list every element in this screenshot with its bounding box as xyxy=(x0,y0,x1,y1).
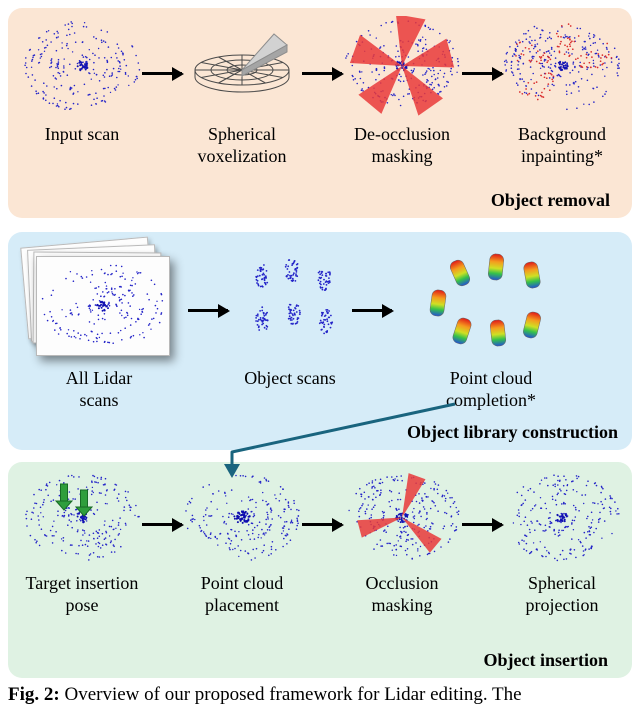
step-label: Occlusion masking xyxy=(365,573,439,615)
step-point-cloud-placement: Point cloud placement xyxy=(182,470,302,617)
step-spherical-projection: Spherical projection xyxy=(502,470,622,617)
step-deocclusion-masking: De-occlusion masking xyxy=(342,16,462,168)
lidar-scan-stack xyxy=(20,236,174,360)
target-insertion-pose-pointcloud xyxy=(25,474,140,561)
front-scan-pointcloud xyxy=(41,264,164,344)
step-all-lidar-scans: All Lidar scans xyxy=(20,236,174,412)
right-arrow-icon xyxy=(142,72,182,75)
step-label: Point cloud placement xyxy=(200,573,284,615)
scan-card-front xyxy=(36,256,170,356)
object-removal-steps-row: Input scan Spherical voxelization De-occ… xyxy=(8,8,632,168)
step-label: All Lidar scans xyxy=(65,368,133,410)
step-label: Input scan xyxy=(44,124,120,144)
step-spherical-voxelization: Spherical voxelization xyxy=(182,16,302,168)
point-cloud-placement-pointcloud xyxy=(185,474,300,561)
object-library-panel: All Lidar scans Object scans Point cloud… xyxy=(8,232,632,450)
step-label: Target insertion pose xyxy=(25,573,139,615)
step-label: Point cloud completion* xyxy=(446,368,536,410)
step-point-cloud-completion: Point cloud completion* xyxy=(406,242,576,412)
figure-caption-label: Fig. 2: xyxy=(8,684,60,705)
step-label: Background inpainting* xyxy=(518,124,606,166)
step-label: Object scans xyxy=(244,368,336,388)
right-arrow-icon xyxy=(462,523,502,526)
input-scan-pointcloud xyxy=(24,21,141,110)
step-label: Spherical projection xyxy=(525,573,599,615)
step-object-scans: Object scans xyxy=(242,242,338,390)
figure-caption-text: Overview of our proposed framework for L… xyxy=(64,684,522,705)
right-arrow-icon xyxy=(188,309,228,312)
right-arrow-icon xyxy=(302,523,342,526)
deocclusion-masking-pointcloud xyxy=(345,16,460,116)
step-input-scan: Input scan xyxy=(22,16,142,146)
figure-caption: Fig. 2: Overview of our proposed framewo… xyxy=(8,684,634,706)
object-library-steps-row: All Lidar scans Object scans Point cloud… xyxy=(8,232,632,412)
step-label: De-occlusion masking xyxy=(354,124,450,166)
step-label: Spherical voxelization xyxy=(197,124,287,166)
spherical-projection-pointcloud xyxy=(512,474,620,562)
object-library-title: Object library construction xyxy=(407,422,618,442)
object-insertion-title: Object insertion xyxy=(483,650,608,670)
object-removal-panel: Input scan Spherical voxelization De-occ… xyxy=(8,8,632,218)
point-cloud-completion-render xyxy=(429,253,541,347)
background-inpainting-pointcloud xyxy=(503,23,620,111)
right-arrow-icon xyxy=(352,309,392,312)
step-background-inpainting: Background inpainting* xyxy=(502,16,622,168)
object-removal-title: Object removal xyxy=(490,190,610,210)
object-scans-pointclouds xyxy=(255,259,334,335)
right-arrow-icon xyxy=(462,72,502,75)
step-target-insertion-pose: Target insertion pose xyxy=(22,470,142,617)
right-arrow-icon xyxy=(302,72,342,75)
occlusion-masking-pointcloud xyxy=(348,473,460,560)
object-insertion-steps-row: Target insertion pose Point cloud placem… xyxy=(8,462,632,617)
right-arrow-icon xyxy=(142,523,182,526)
spherical-voxelization-diagram xyxy=(194,33,290,93)
object-insertion-panel: Target insertion pose Point cloud placem… xyxy=(8,462,632,678)
step-occlusion-masking: Occlusion masking xyxy=(342,470,462,617)
